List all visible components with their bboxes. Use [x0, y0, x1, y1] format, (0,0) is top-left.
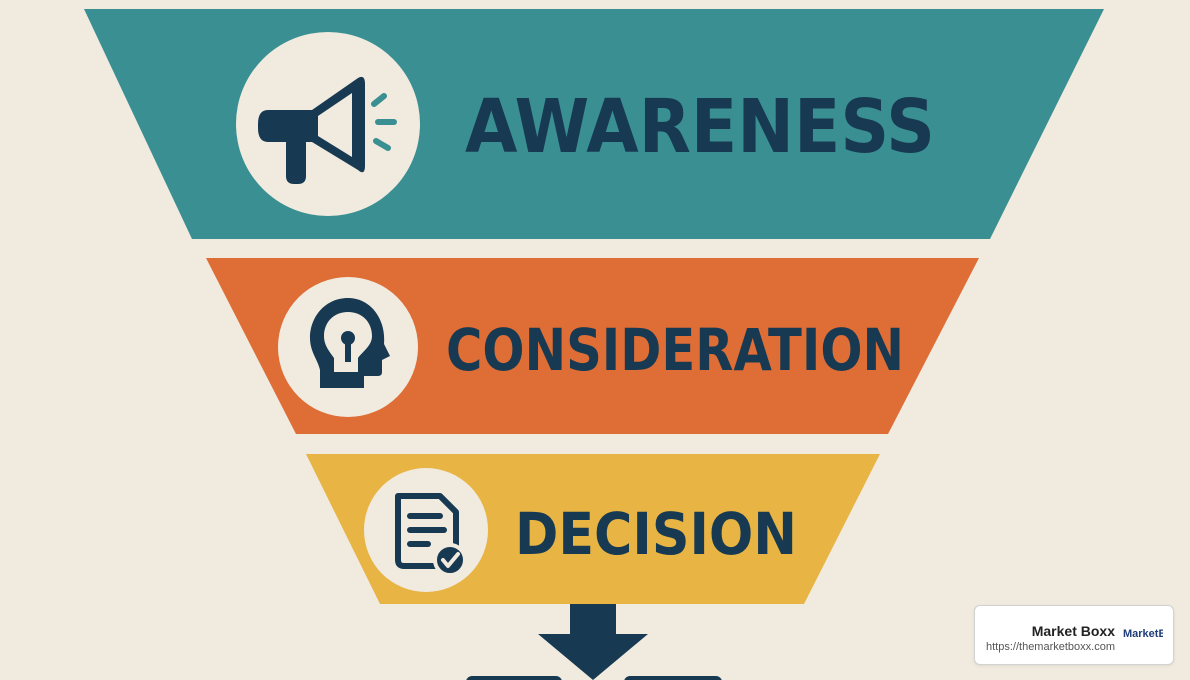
awareness-label: AWARENESS [465, 84, 935, 170]
megaphone-icon [258, 76, 397, 184]
source-name: Market Boxx [1031, 623, 1115, 639]
funnel-stage-awareness: AWARENESS [84, 9, 1104, 239]
funnel-stage-decision: DECISION [306, 454, 880, 604]
source-url[interactable]: https://themarketboxx.com [986, 641, 1115, 653]
head-lightbulb-icon [310, 298, 390, 388]
consideration-label: CONSIDERATION [446, 316, 904, 384]
funnel-stage-consideration: CONSIDERATION [206, 258, 979, 434]
next-stage-block-left [466, 676, 562, 680]
down-arrow [538, 604, 648, 680]
decision-label: DECISION [515, 500, 797, 568]
source-link-card[interactable]: Market Boxx https://themarketboxx.com Ma… [974, 605, 1174, 665]
checked-document-icon [395, 493, 467, 577]
next-stage-block-right [624, 676, 722, 680]
